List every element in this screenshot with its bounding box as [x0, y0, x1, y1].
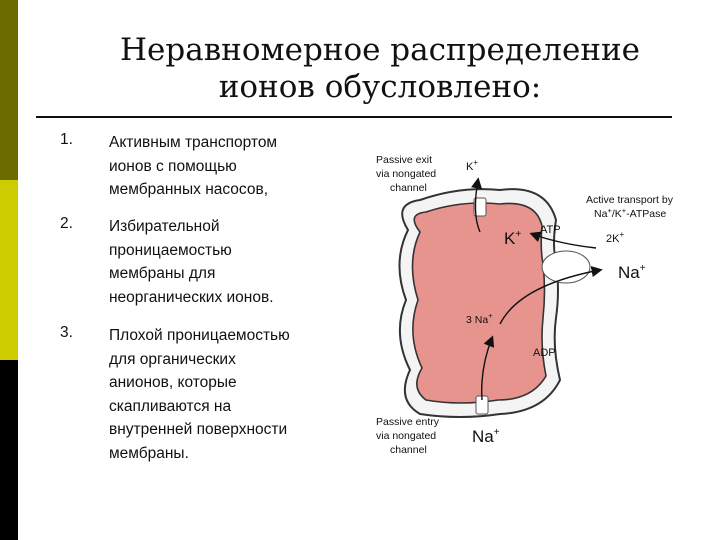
slide-title-line-2: ионов обусловлено:: [218, 69, 542, 105]
list-item-text: Избирательной проницаемостью мембраны дл…: [109, 218, 274, 306]
na-passive-entry-ion: Na+: [472, 427, 500, 446]
adp-label: ADP: [533, 347, 556, 359]
two-k-label: 2K+: [606, 230, 624, 245]
three-na-label: 3 Na+: [466, 311, 493, 326]
sidebar-segment-yellow: [0, 180, 18, 360]
list-item-text: Плохой проницаемостью для органических а…: [109, 327, 290, 462]
list-item-number: 3.: [60, 324, 73, 341]
arrow-na-pump-out: [499, 266, 603, 325]
arrow-na-passive-entry: [481, 335, 495, 401]
list-item-number: 1.: [60, 131, 73, 148]
sidebar-stripe: [0, 0, 18, 540]
cell-interior: [411, 202, 547, 404]
passive-entry-label-line-2: via nongated: [376, 430, 436, 442]
passive-exit-channel: [473, 197, 487, 217]
active-transport-label-line-1: Active transport by: [586, 194, 674, 206]
list-item-number: 2.: [60, 215, 73, 232]
membrane-ion-transport-diagram: Passive exit via nongated channel K+ Act…: [376, 154, 674, 456]
passive-exit-label-line-3: channel: [390, 182, 427, 194]
passive-exit-label-line-2: via nongated: [376, 168, 436, 180]
passive-entry-label-line-1: Passive entry: [376, 416, 440, 428]
sidebar-segment-black: [0, 360, 18, 540]
passive-exit-ion: K+: [466, 158, 478, 173]
passive-exit-label-line-1: Passive exit: [376, 154, 432, 166]
slide-title: Неравномерное распределение ионов обусло…: [40, 32, 720, 106]
arrow-k-passive-exit: [471, 177, 483, 233]
arrow-k-pump-in: [529, 231, 597, 249]
k-inside-label: K+: [504, 229, 521, 248]
list-item-text: Активным транспортом ионов с помощью мем…: [109, 134, 278, 198]
title-divider: [36, 116, 672, 118]
sidebar-segment-olive: [0, 0, 18, 180]
atp-label: ATP: [540, 224, 561, 236]
active-transport-label-line-2: Na+/K+-ATPase: [594, 206, 666, 220]
slide-title-line-1: Неравномерное распределение: [120, 32, 640, 68]
passive-entry-label-line-3: channel: [390, 444, 427, 456]
na-outside-label: Na+: [618, 263, 646, 282]
